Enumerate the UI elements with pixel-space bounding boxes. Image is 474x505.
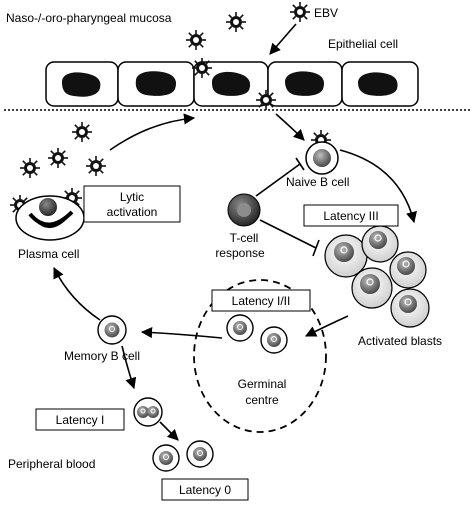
arrow-lytic-to-epithelium xyxy=(109,113,196,151)
arrow-memory-to-latency-i xyxy=(121,345,137,390)
latency-iii-label: Latency III xyxy=(323,209,378,223)
blast-nucleus xyxy=(334,242,354,262)
virus-icon xyxy=(191,57,213,79)
memory-b-cell-label: Memory B cell xyxy=(64,349,140,363)
peripheral-blood-label: Peripheral blood xyxy=(8,457,95,471)
inhibition-t-to-blasts xyxy=(259,219,317,249)
epithelial-nucleus xyxy=(285,71,325,96)
latency-0-episome xyxy=(197,450,203,456)
activated-blasts-label: Activated blasts xyxy=(358,334,442,348)
mucosa-label: Naso-/-oro-pharyngeal mucosa xyxy=(6,11,172,25)
latency-i-nucleus xyxy=(147,406,159,418)
gc-b-cell-episome xyxy=(271,336,277,342)
plasma-cell-er xyxy=(28,210,74,227)
epithelial-nucleus xyxy=(358,72,398,96)
t-cell-label-line1: T-cell xyxy=(230,231,259,245)
latency-0-label: Latency 0 xyxy=(179,483,231,497)
arrow-gc-to-memory xyxy=(140,326,223,339)
virus-icon xyxy=(47,147,69,169)
activated-blasts xyxy=(324,225,430,328)
latency-0-episome xyxy=(163,454,169,460)
epithelial-nucleus xyxy=(212,71,251,96)
blast-nucleus xyxy=(360,274,380,294)
germinal-centre-label-line1: Germinal xyxy=(238,377,287,391)
blast-nucleus xyxy=(397,257,415,275)
arrow-blasts-to-gc xyxy=(304,315,349,337)
latency-i-episome xyxy=(150,408,156,414)
inhibition-bar xyxy=(312,239,320,257)
latency-i-box xyxy=(35,408,125,431)
lytic-activation-label-line1: Lytic xyxy=(120,190,144,204)
lytic-activation-box xyxy=(83,185,181,223)
epithelial-layer xyxy=(45,61,419,107)
germinal-centre-label-line2: centre xyxy=(245,393,279,407)
latency-0-cells xyxy=(152,440,214,472)
blast-nucleus xyxy=(399,295,417,313)
t-cell-label-line2: response xyxy=(215,246,265,260)
latency-0-nucleus xyxy=(159,451,173,465)
plasma-cell-er xyxy=(34,216,68,228)
latency-i-cell xyxy=(133,397,163,427)
arrow-ebv-entry xyxy=(269,23,297,55)
virus-icon xyxy=(85,155,107,177)
plasma-cell-label: Plasma cell xyxy=(18,247,79,261)
blast-nucleus xyxy=(369,231,387,249)
latency-0-box xyxy=(161,478,249,501)
virus-icon xyxy=(255,89,277,111)
epithelial-nucleus xyxy=(135,71,177,96)
memory-b-cell-nucleus xyxy=(104,322,120,338)
germinal-centre-cells xyxy=(226,314,288,354)
inhibition-t-to-naive xyxy=(255,163,301,197)
arrow-naive-to-blasts xyxy=(339,149,417,224)
blast-virus-episome xyxy=(366,278,374,286)
gc-b-cell-episome xyxy=(237,324,243,330)
plasma-cell-nucleus xyxy=(39,198,57,216)
latency-i-ii-label: Latency I/II xyxy=(232,294,291,308)
inhibition-bar xyxy=(295,157,305,171)
latency-i-ii-box xyxy=(211,289,311,312)
epithelial-cell-label: Epithelial cell xyxy=(328,37,398,51)
gc-b-cell-nucleus xyxy=(267,333,281,347)
virus-particles xyxy=(9,1,332,216)
gc-b-cell-nucleus xyxy=(233,321,247,335)
lytic-activation-label-line2: activation xyxy=(107,205,158,219)
latency-0-nucleus xyxy=(193,447,207,461)
t-cell xyxy=(227,193,261,227)
memory-b-cell xyxy=(97,315,127,345)
virus-icon xyxy=(185,29,207,51)
blast-virus-episome xyxy=(340,246,348,254)
latency-i-label: Latency I xyxy=(56,413,105,427)
ebv-label: EBV xyxy=(314,6,338,20)
arrow-latency-i-to-0 xyxy=(159,421,179,441)
blast-virus-episome xyxy=(402,260,410,268)
naive-b-cell xyxy=(305,141,339,175)
virus-icon xyxy=(289,1,311,23)
virus-icon xyxy=(19,157,41,179)
latency-iii-box xyxy=(303,204,399,227)
germinal-centre-boundary xyxy=(193,279,327,433)
naive-b-cell-label: Naive B cell xyxy=(286,175,349,189)
latency-i-episome xyxy=(140,408,146,414)
latency-i-nucleus xyxy=(137,406,149,418)
arrows xyxy=(53,23,417,441)
naive-b-cell-nucleus xyxy=(313,149,331,167)
arrow-epithelium-to-naive xyxy=(275,113,305,141)
plasma-cell xyxy=(15,195,85,241)
t-cell-nucleus xyxy=(237,203,251,217)
epithelial-nucleus xyxy=(62,72,101,97)
memory-b-cell-episome xyxy=(109,326,115,332)
blast-virus-episome xyxy=(374,234,382,242)
virus-icon xyxy=(225,11,247,33)
arrow-memory-to-plasma xyxy=(53,266,101,321)
virus-icon xyxy=(71,121,93,143)
blast-virus-episome xyxy=(404,298,412,306)
